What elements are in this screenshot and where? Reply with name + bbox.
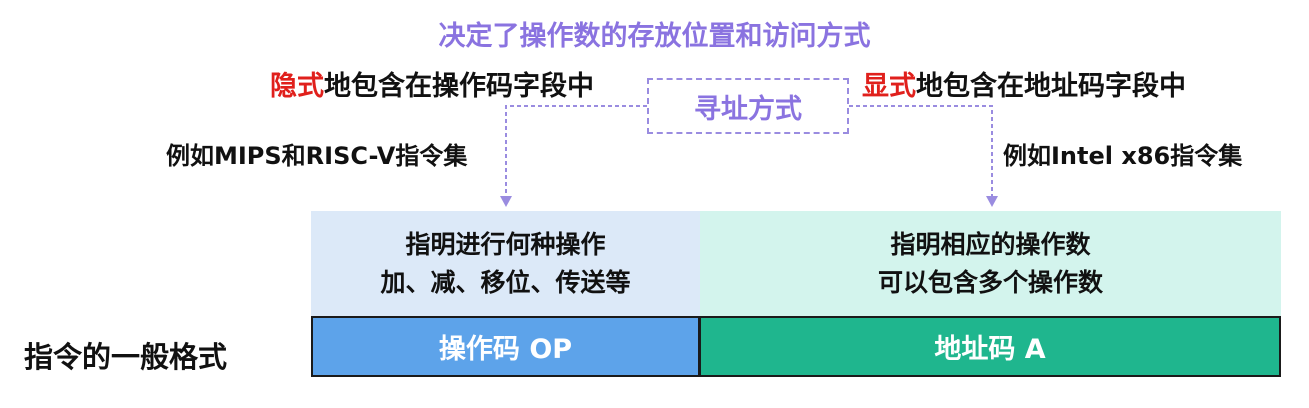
opcode-field: 操作码 OP xyxy=(311,316,700,377)
opcode-desc-line2: 加、减、移位、传送等 xyxy=(380,267,631,297)
implicit-text: 地包含在操作码字段中 xyxy=(324,71,594,102)
explicit-text: 地包含在地址码字段中 xyxy=(916,71,1186,102)
left-arrowhead xyxy=(500,196,512,207)
address-desc-line1: 指明相应的操作数 xyxy=(890,229,1091,259)
format-label: 指令的一般格式 xyxy=(24,340,228,374)
opcode-description: 指明进行何种操作 加、减、移位、传送等 xyxy=(311,211,700,316)
implicit-heading: 隐式地包含在操作码字段中 xyxy=(270,64,594,103)
explicit-example: 例如Intel x86指令集 xyxy=(1003,142,1243,170)
opcode-desc-line1: 指明进行何种操作 xyxy=(405,229,606,259)
explicit-emphasis: 显式 xyxy=(862,71,916,102)
top-title: 决定了操作数的存放位置和访问方式 xyxy=(438,21,871,52)
left-connector xyxy=(505,105,647,198)
addressing-mode-box: 寻址方式 xyxy=(647,78,849,134)
right-connector xyxy=(849,105,993,198)
right-arrowhead xyxy=(986,196,998,207)
address-description: 指明相应的操作数 可以包含多个操作数 xyxy=(700,211,1281,316)
address-desc-line2: 可以包含多个操作数 xyxy=(877,267,1103,297)
implicit-example: 例如MIPS和RISC-V指令集 xyxy=(166,142,468,170)
implicit-emphasis: 隐式 xyxy=(270,71,324,102)
address-field: 地址码 A xyxy=(699,316,1281,377)
explicit-heading: 显式地包含在地址码字段中 xyxy=(862,64,1186,103)
